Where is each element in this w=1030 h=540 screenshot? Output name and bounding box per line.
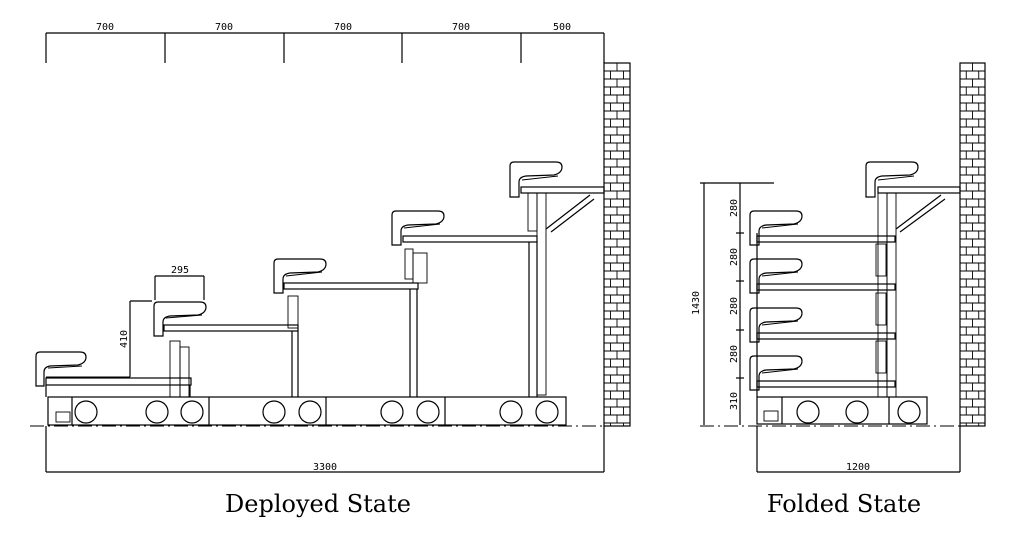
deployed-tier-3	[273, 258, 419, 397]
folded-tier	[749, 258, 896, 326]
wheel	[180, 400, 204, 424]
riser-height-label: 410	[119, 330, 130, 348]
folded-overall-dimension: 1200	[756, 426, 961, 473]
folded-tier-dimension-chain: 280 280 280 280 310	[729, 183, 744, 425]
wheel	[74, 400, 98, 424]
seat-icon	[749, 210, 803, 246]
wheel	[535, 400, 559, 424]
deployed-tier-5	[509, 161, 605, 396]
seat-icon	[749, 307, 803, 343]
folded-tier-height: 280	[729, 345, 740, 363]
seat-icon	[35, 351, 87, 387]
deployed-overall-width: 3300	[313, 462, 337, 473]
top-dim-3: 700	[334, 22, 352, 33]
wheel	[897, 400, 921, 424]
wheel	[298, 400, 322, 424]
deployed-overall-dimension: 3300	[45, 426, 605, 473]
folded-caption: Folded State	[767, 490, 921, 518]
wheel	[796, 400, 820, 424]
seat-icon	[509, 161, 563, 198]
folded-frame	[756, 192, 946, 398]
folded-base-carriage	[756, 396, 928, 425]
folded-brick-wall	[959, 62, 986, 427]
folded-overall-height: 1430	[691, 291, 702, 315]
riser-height-dimension: 410	[46, 300, 152, 378]
folded-tier	[749, 210, 896, 277]
folded-tier-height: 280	[729, 248, 740, 266]
deployed-tier-1	[35, 351, 192, 397]
deployed-top-dimension-chain: 700 700 700 700 500	[45, 22, 605, 63]
seat-depth-label: 295	[171, 265, 189, 276]
folded-tier	[749, 307, 896, 374]
folded-view: 1430 280 280 280 280 310	[691, 62, 986, 518]
top-dim-4: 700	[452, 22, 470, 33]
folded-height-dimension: 1430	[691, 182, 774, 425]
wheel	[380, 400, 404, 424]
wheel	[145, 400, 169, 424]
wheel	[416, 400, 440, 424]
top-dim-5: 500	[553, 22, 571, 33]
seat-icon	[273, 258, 327, 294]
folded-tier-height: 310	[729, 392, 740, 410]
seat-icon	[391, 210, 445, 246]
deployed-base-carriage	[47, 396, 567, 426]
folded-tier-height: 280	[729, 199, 740, 217]
deployed-caption: Deployed State	[225, 490, 411, 518]
folded-tier-top	[865, 161, 961, 198]
seat-icon	[865, 161, 919, 198]
deployed-view: 700 700 700 700 500	[30, 22, 631, 518]
deployed-tier-2	[153, 301, 299, 398]
wheel	[499, 400, 523, 424]
folded-tier	[749, 355, 896, 391]
wheel	[845, 400, 869, 424]
seat-icon	[749, 258, 803, 294]
folded-tier-height: 280	[729, 297, 740, 315]
folded-overall-width: 1200	[846, 462, 870, 473]
seat-icon	[153, 301, 207, 337]
deployed-tier-4	[391, 210, 538, 397]
seat-icon	[749, 355, 803, 391]
wheel	[262, 400, 286, 424]
seat-depth-dimension: 295	[154, 265, 205, 300]
top-dim-2: 700	[215, 22, 233, 33]
deployed-brick-wall	[603, 62, 631, 427]
top-dim-1: 700	[96, 22, 114, 33]
